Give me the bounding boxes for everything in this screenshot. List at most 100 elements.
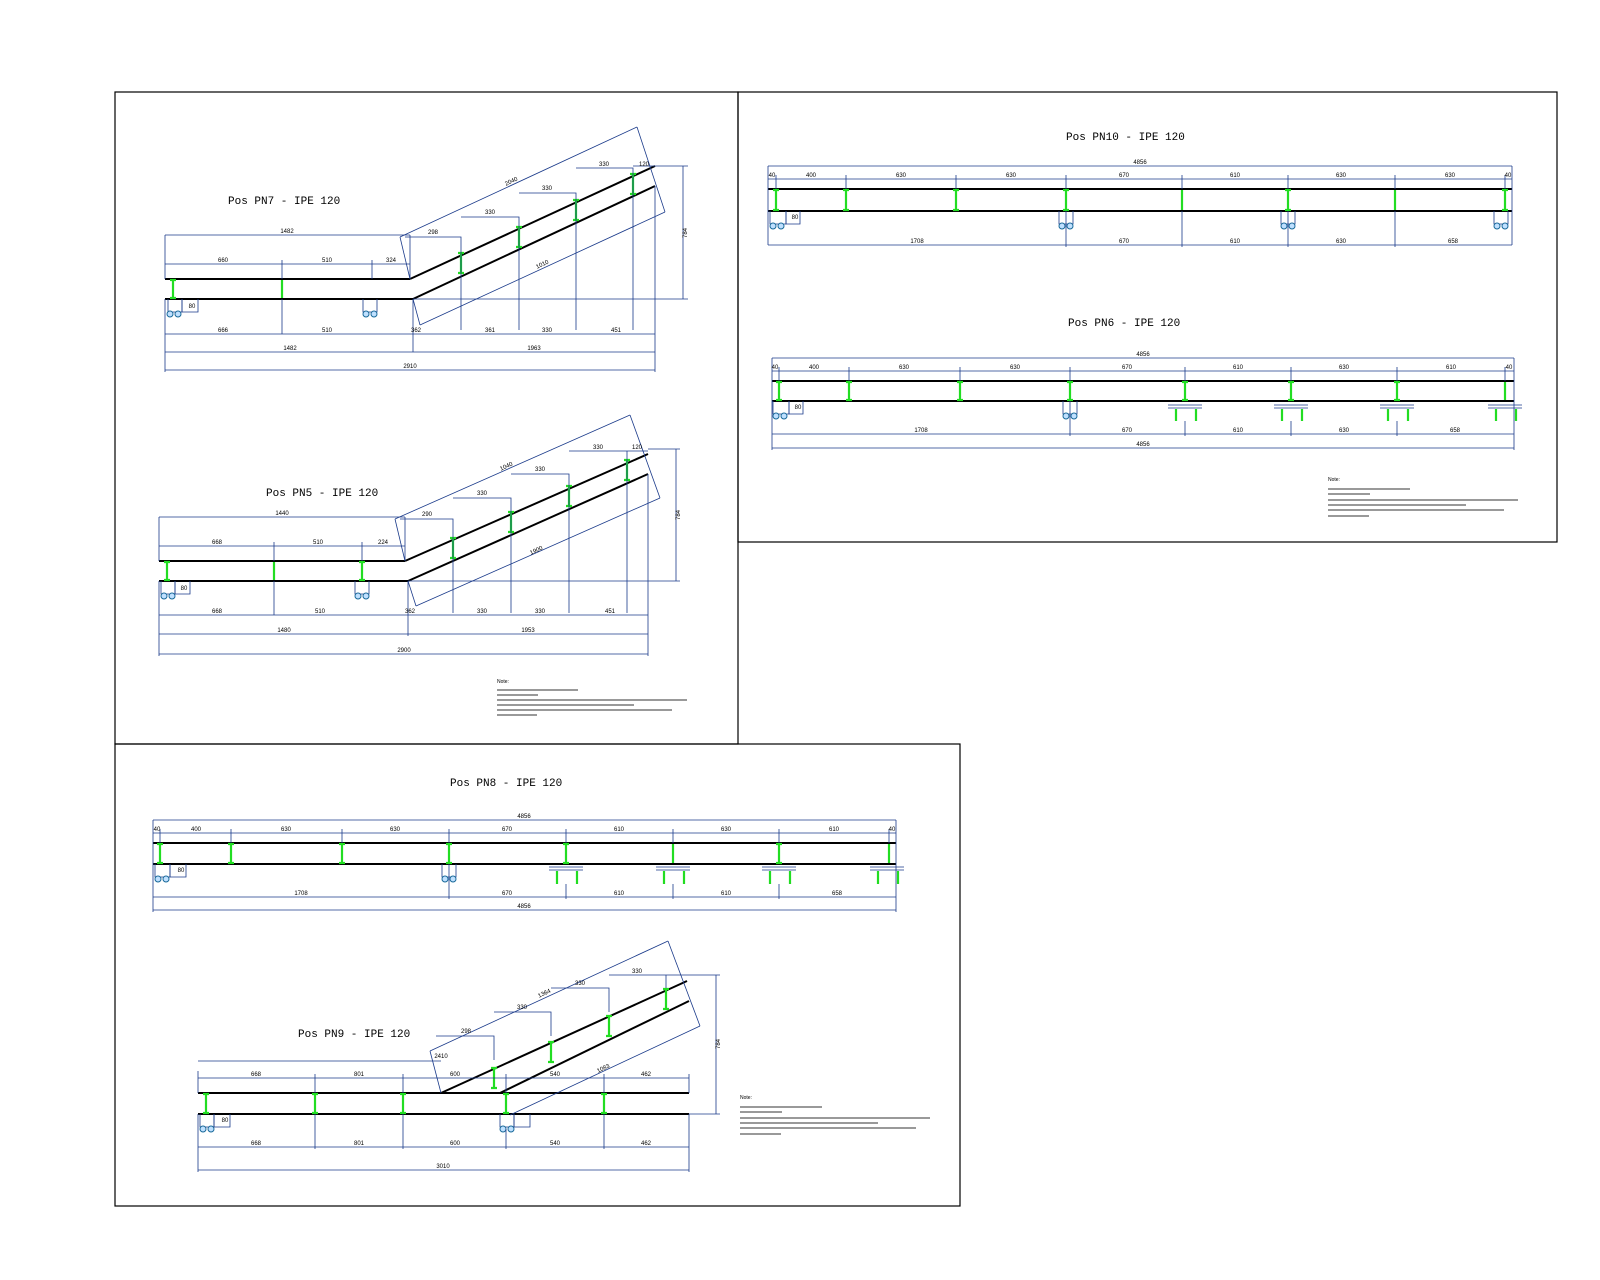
dim-text: 330 xyxy=(593,445,604,451)
dim-text: 400 xyxy=(191,827,202,833)
dim-text: 330 xyxy=(632,969,643,975)
beam-title: Pos PN10 - IPE 120 xyxy=(1066,132,1185,144)
dim-text: 610 xyxy=(721,891,732,897)
sheet-frame xyxy=(114,743,961,1207)
stiffeners xyxy=(773,188,1508,212)
dim-text: 361 xyxy=(485,328,496,334)
beam-title: Pos PN7 - IPE 120 xyxy=(228,196,340,208)
dim-text: 1364 xyxy=(537,988,552,999)
dim-text: 630 xyxy=(1336,239,1347,245)
dim-text: 630 xyxy=(390,827,401,833)
notes-block: Note: xyxy=(1328,477,1518,517)
dim-text: 224 xyxy=(378,540,389,546)
dim-text: 610 xyxy=(1230,239,1241,245)
sheet-bottom: Pos PN8 - IPE 120 80 xyxy=(114,743,961,1207)
dimensions-top: 668 801 600 540 462 2410 xyxy=(197,1054,690,1093)
dim-text: 540 xyxy=(550,1141,561,1147)
dim-text: 330 xyxy=(599,162,610,168)
beam-title: Pos PN8 - IPE 120 xyxy=(450,778,562,790)
dim-text: 1708 xyxy=(294,891,308,897)
dim-text: 330 xyxy=(535,467,546,473)
dim-text: 120 xyxy=(632,445,643,451)
dim-text: 1708 xyxy=(910,239,924,245)
dimensions-top: 4856 40 400 630 630 670 610 630 610 40 xyxy=(152,814,897,912)
beam-pn6: Pos PN6 - IPE 120 80 xyxy=(771,318,1522,450)
dim-text: 120 xyxy=(639,162,650,168)
dim-text: 670 xyxy=(1122,428,1133,434)
dim-text: 4856 xyxy=(1136,442,1150,448)
dim-text: 40 xyxy=(772,365,779,371)
dim-text: 4856 xyxy=(517,814,531,820)
dimensions-bottom: 1708 670 610 610 658 4856 xyxy=(153,864,896,911)
notes-block: Note: xyxy=(497,679,687,716)
dim-text: 330 xyxy=(542,328,553,334)
stiffeners xyxy=(203,987,669,1115)
dim-text: 1040 xyxy=(499,461,514,472)
support-label: 80 xyxy=(795,405,802,411)
dimensions-bottom: 1708 670 610 630 658 4856 xyxy=(772,401,1514,449)
dim-text: 1480 xyxy=(277,628,291,634)
dim-text: 1010 xyxy=(535,259,550,270)
dimensions-slope: 1364 1083 298 330 330 330 784 xyxy=(429,940,722,1116)
dim-text: 510 xyxy=(313,540,324,546)
dim-text: 510 xyxy=(322,258,333,264)
dimensions-bottom: 668 510 362 330 330 451 1480 1953 2900 xyxy=(158,474,649,656)
dim-text: 630 xyxy=(1010,365,1021,371)
column-bases xyxy=(1168,404,1522,421)
dim-text: 630 xyxy=(1006,173,1017,179)
notes-title: Note: xyxy=(1328,477,1340,483)
dimensions-top: 4856 40 400 630 630 670 610 630 630 40 xyxy=(767,160,1513,245)
dim-text: 4856 xyxy=(517,904,531,910)
dim-text: 40 xyxy=(769,173,776,179)
dim-text: 462 xyxy=(641,1072,652,1078)
dim-text: 324 xyxy=(386,258,397,264)
dim-text: 330 xyxy=(542,186,553,192)
dim-text: 298 xyxy=(461,1029,472,1035)
dimensions-top: 4856 40 400 630 630 670 610 630 610 40 xyxy=(771,352,1515,450)
dim-text: 630 xyxy=(721,827,732,833)
dim-text: 462 xyxy=(641,1141,652,1147)
dim-text: 630 xyxy=(1339,428,1350,434)
beam-title: Pos PN6 - IPE 120 xyxy=(1068,318,1180,330)
dim-text: 540 xyxy=(550,1072,561,1078)
dim-text: 600 xyxy=(450,1072,461,1078)
dim-text: 40 xyxy=(889,827,896,833)
beam-pn5: Pos PN5 - IPE 120 80 xyxy=(158,414,682,656)
sheet-frame xyxy=(737,91,1558,543)
dim-text: 2900 xyxy=(397,648,411,654)
dim-text: 2410 xyxy=(434,1054,448,1060)
dim-text: 1083 xyxy=(596,1063,611,1074)
beam-pn8: Pos PN8 - IPE 120 80 xyxy=(152,778,904,912)
supports: 80 xyxy=(166,299,378,318)
beam-pn9: Pos PN9 - IPE 120 80 xyxy=(197,940,722,1172)
beam-title: Pos PN5 - IPE 120 xyxy=(266,488,378,500)
dim-text: 670 xyxy=(502,891,513,897)
support-label: 80 xyxy=(792,215,799,221)
column-bases xyxy=(549,866,904,884)
dim-text: 1708 xyxy=(914,428,928,434)
dim-text: 784 xyxy=(676,509,682,520)
dimensions-bottom: 666 510 362 361 330 451 1482 1963 2910 xyxy=(164,186,656,372)
dim-text: 668 xyxy=(212,540,223,546)
dim-text: 1953 xyxy=(521,628,535,634)
dim-text: 610 xyxy=(1446,365,1457,371)
dim-text: 610 xyxy=(614,891,625,897)
dim-text: 660 xyxy=(218,258,229,264)
dim-text: 330 xyxy=(575,981,586,987)
supports: 80 xyxy=(154,864,457,883)
dim-text: 40 xyxy=(1506,365,1513,371)
dimensions-slope: 1040 1900 290 330 330 330 120 784 xyxy=(394,414,682,613)
dim-text: 330 xyxy=(535,609,546,615)
dim-text: 658 xyxy=(832,891,843,897)
beam-title: Pos PN9 - IPE 120 xyxy=(298,1029,410,1041)
support-label: 80 xyxy=(181,586,188,592)
support-label: 80 xyxy=(189,304,196,310)
dim-text: 2910 xyxy=(403,364,417,370)
supports: 80 xyxy=(160,581,370,600)
dim-text: 290 xyxy=(422,512,433,518)
dim-text: 801 xyxy=(354,1072,365,1078)
dim-text: 668 xyxy=(251,1141,262,1147)
dimensions-top: 1482 660 510 324 xyxy=(164,229,411,279)
dim-text: 330 xyxy=(485,210,496,216)
